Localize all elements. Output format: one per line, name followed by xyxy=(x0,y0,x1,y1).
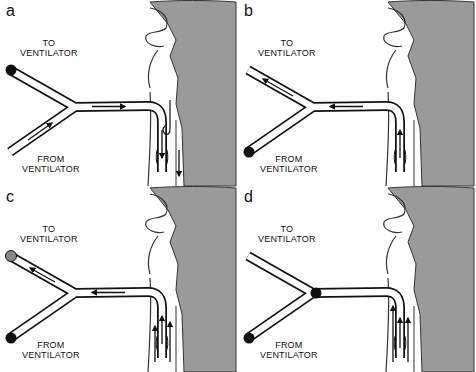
port-label: FROM VENTILATOR xyxy=(260,340,318,360)
panel-letter: a xyxy=(6,3,15,19)
port-label: TO VENTILATOR xyxy=(20,38,78,58)
port-label: TO VENTILATOR xyxy=(258,224,316,244)
port-label: FROM VENTILATOR xyxy=(22,154,80,174)
port-label: TO VENTILATOR xyxy=(258,38,316,58)
panel-letter: d xyxy=(244,189,253,205)
panel-b xyxy=(244,1,475,187)
panel-a xyxy=(6,1,237,187)
port-label: FROM VENTILATOR xyxy=(260,154,318,174)
panel-d xyxy=(244,187,475,372)
panel-letter: b xyxy=(244,3,253,19)
port-label: FROM VENTILATOR xyxy=(22,340,80,360)
port-label: TO VENTILATOR xyxy=(20,224,78,244)
panel-c xyxy=(6,187,237,372)
panel-letter: c xyxy=(6,189,14,205)
